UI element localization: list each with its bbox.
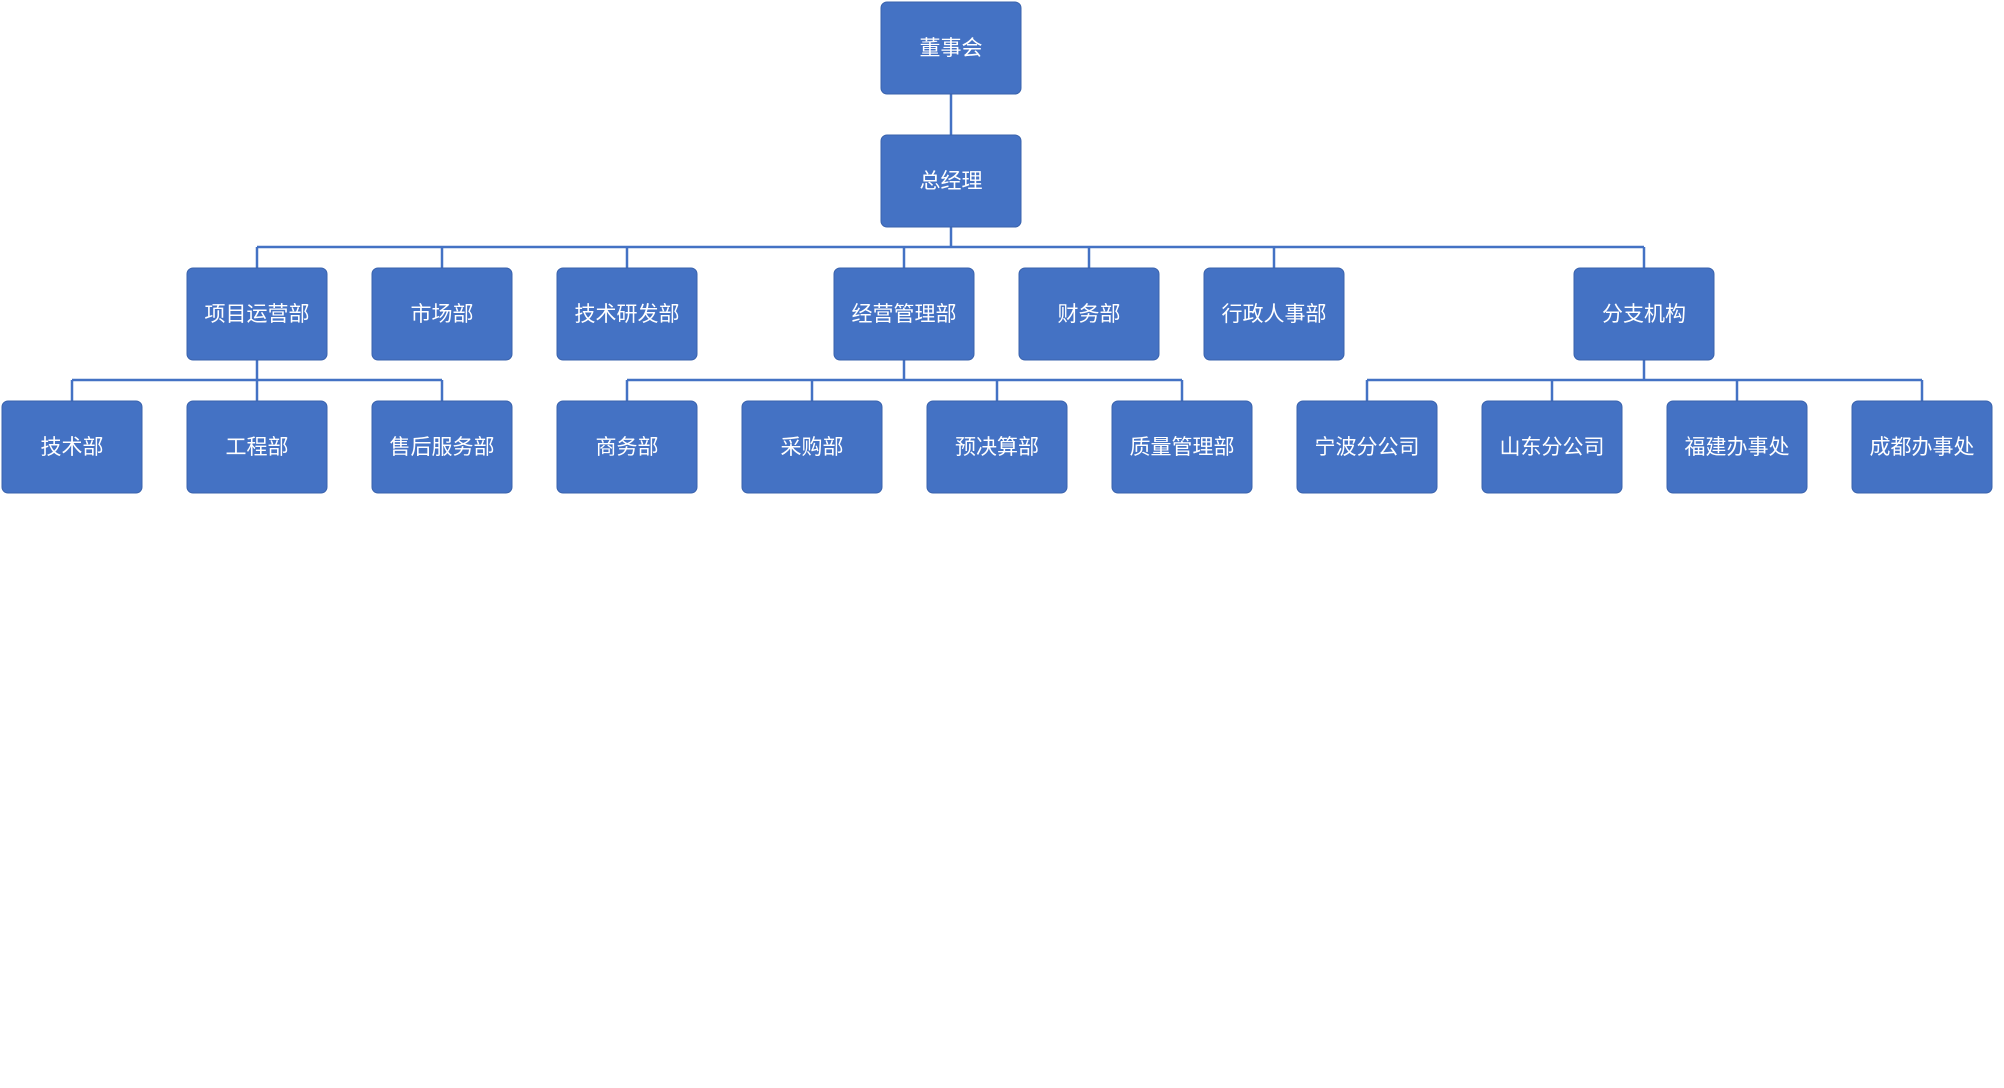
org-node-general-manager[interactable]: 总经理 <box>880 134 1022 228</box>
org-node-engineering-dept[interactable]: 工程部 <box>186 400 328 494</box>
org-node-box[interactable] <box>880 1 1022 95</box>
org-node-label: 宁波分公司 <box>1315 435 1420 459</box>
org-node-marketing-dept[interactable]: 市场部 <box>371 267 513 361</box>
org-node-box[interactable] <box>1296 400 1438 494</box>
org-node-budget-dept[interactable]: 预决算部 <box>926 400 1068 494</box>
org-node-finance-dept[interactable]: 财务部 <box>1018 267 1160 361</box>
org-node-project-operations[interactable]: 项目运营部 <box>186 267 328 361</box>
org-node-ningbo-branch[interactable]: 宁波分公司 <box>1296 400 1438 494</box>
org-node-after-sales-dept[interactable]: 售后服务部 <box>371 400 513 494</box>
org-node-box[interactable] <box>186 400 328 494</box>
org-node-label: 总经理 <box>920 169 983 193</box>
org-node-box[interactable] <box>833 267 975 361</box>
org-node-box[interactable] <box>556 400 698 494</box>
org-node-label: 商务部 <box>596 435 659 459</box>
org-node-branches[interactable]: 分支机构 <box>1573 267 1715 361</box>
org-node-box[interactable] <box>371 267 513 361</box>
org-node-label: 采购部 <box>781 435 844 459</box>
org-node-label: 经营管理部 <box>852 302 957 326</box>
org-node-shandong-branch[interactable]: 山东分公司 <box>1481 400 1623 494</box>
org-node-procurement-dept[interactable]: 采购部 <box>741 400 883 494</box>
org-node-label: 福建办事处 <box>1685 435 1790 459</box>
org-node-box[interactable] <box>880 134 1022 228</box>
org-node-box[interactable] <box>1203 267 1345 361</box>
org-node-label: 工程部 <box>226 435 289 459</box>
org-node-fujian-office[interactable]: 福建办事处 <box>1666 400 1808 494</box>
org-node-technical-dept[interactable]: 技术部 <box>1 400 143 494</box>
org-node-box[interactable] <box>926 400 1068 494</box>
org-node-label: 分支机构 <box>1602 302 1686 326</box>
org-node-box[interactable] <box>371 400 513 494</box>
org-node-business-management[interactable]: 经营管理部 <box>833 267 975 361</box>
org-node-label: 技术研发部 <box>575 302 680 326</box>
org-node-label: 行政人事部 <box>1222 302 1327 326</box>
org-node-box[interactable] <box>1111 400 1253 494</box>
org-node-board[interactable]: 董事会 <box>880 1 1022 95</box>
org-node-rnd-dept[interactable]: 技术研发部 <box>556 267 698 361</box>
org-node-label: 预决算部 <box>955 435 1039 459</box>
org-node-box[interactable] <box>1018 267 1160 361</box>
org-node-box[interactable] <box>1851 400 1993 494</box>
org-node-label: 董事会 <box>920 36 983 60</box>
org-node-label: 财务部 <box>1058 302 1121 326</box>
connector-lines <box>70 94 1924 401</box>
org-node-label: 质量管理部 <box>1130 435 1235 459</box>
org-node-label: 项目运营部 <box>205 302 310 326</box>
org-node-label: 成都办事处 <box>1870 435 1975 459</box>
org-node-label: 山东分公司 <box>1500 435 1605 459</box>
org-node-chengdu-office[interactable]: 成都办事处 <box>1851 400 1993 494</box>
org-node-box[interactable] <box>1573 267 1715 361</box>
org-node-label: 技术部 <box>41 435 104 459</box>
org-node-label: 市场部 <box>411 302 474 326</box>
org-node-quality-dept[interactable]: 质量管理部 <box>1111 400 1253 494</box>
org-node-box[interactable] <box>556 267 698 361</box>
org-node-label: 售后服务部 <box>390 435 495 459</box>
org-node-admin-hr-dept[interactable]: 行政人事部 <box>1203 267 1345 361</box>
org-node-box[interactable] <box>741 400 883 494</box>
org-node-box[interactable] <box>1666 400 1808 494</box>
org-node-box[interactable] <box>1 400 143 494</box>
org-node-commerce-dept[interactable]: 商务部 <box>556 400 698 494</box>
org-node-box[interactable] <box>1481 400 1623 494</box>
org-node-box[interactable] <box>186 267 328 361</box>
